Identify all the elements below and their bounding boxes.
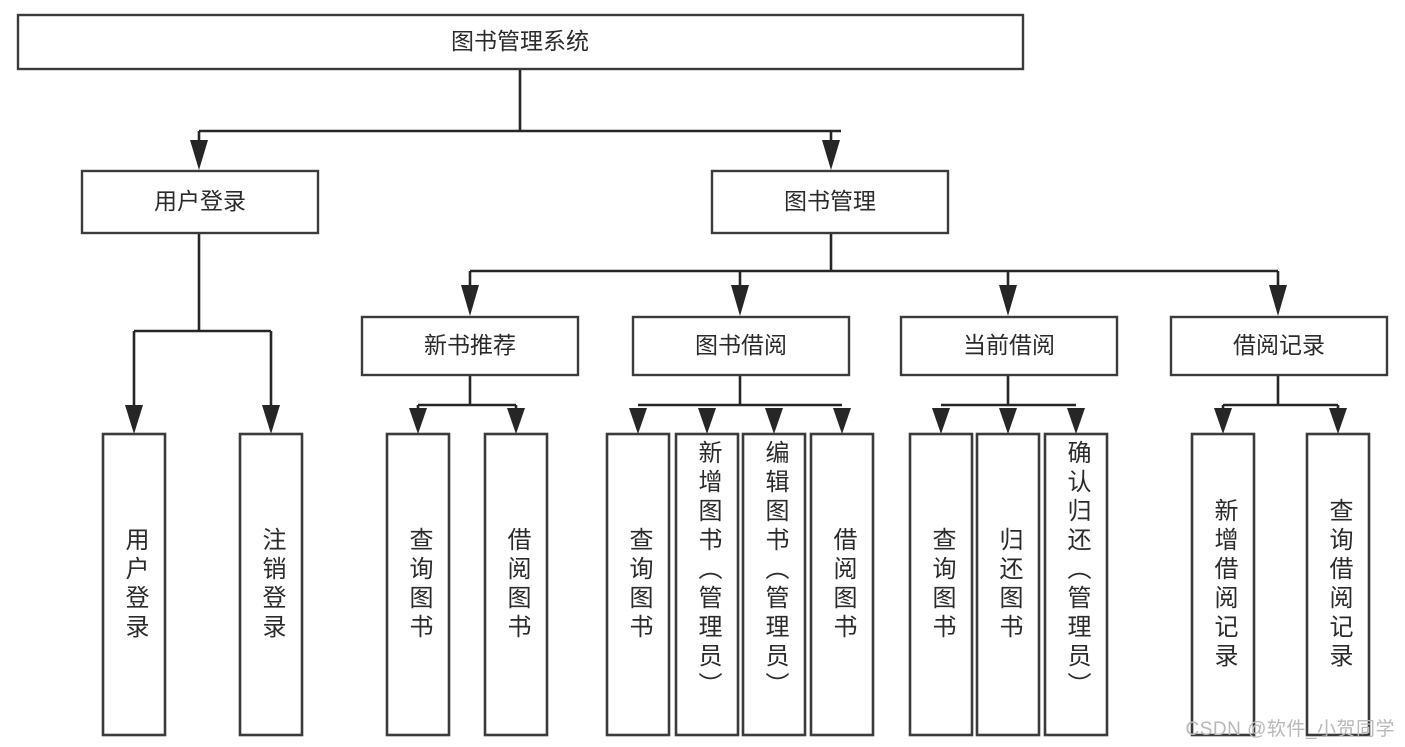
leaf-query-book-3-rect[interactable] [908, 432, 974, 737]
node-root[interactable]: 图书管理系统 [16, 13, 1025, 71]
node-borrow-record-rect[interactable] [1169, 315, 1389, 377]
node-user-login-rect[interactable] [80, 169, 320, 235]
arrowhead-new-book-recommend [461, 285, 479, 316]
leaf-edit-book-rect[interactable] [741, 432, 807, 737]
leaf-borrow-book-1-rect[interactable] [483, 432, 549, 737]
arrowhead-user-login [190, 140, 208, 170]
node-new-book-recommend-label: 新书推荐 [424, 332, 516, 358]
connector-group-root [190, 69, 841, 170]
arrowhead-leaf-add-record [1214, 408, 1232, 434]
connector-group-borrow-record [1214, 375, 1347, 434]
node-root-label: 图书管理系统 [451, 28, 589, 54]
leaf-return-book-rect[interactable] [975, 432, 1041, 737]
leaf-user-login-rect[interactable] [101, 432, 167, 737]
connector-group-user-login [125, 233, 280, 434]
arrowhead-book-borrow [731, 285, 749, 316]
arrowhead-leaf-add-book [698, 408, 716, 434]
arrowhead-leaf-query-book-1 [409, 408, 427, 434]
connector-group-new-book-recommend [409, 375, 525, 434]
leaf-confirm-return-rect[interactable] [1043, 432, 1109, 737]
connector-group-book-borrow [629, 375, 851, 434]
node-book-borrow-label: 图书借阅 [695, 332, 787, 358]
arrowhead-leaf-confirm-return [1067, 408, 1085, 434]
arrowhead-leaf-query-book-2 [629, 408, 647, 434]
arrowhead-leaf-return-book [999, 408, 1017, 434]
arrowhead-leaf-user-login [125, 405, 143, 434]
node-user-login[interactable]: 用户登录 [80, 169, 320, 235]
node-current-borrow-label: 当前借阅 [963, 332, 1055, 358]
arrowhead-leaf-query-record [1329, 408, 1347, 434]
leaf-query-book-1-rect[interactable] [385, 432, 451, 737]
node-book-borrow-rect[interactable] [631, 315, 851, 377]
node-book-manage-rect[interactable] [710, 169, 950, 235]
arrowhead-leaf-query-book-3 [932, 408, 950, 434]
arrowhead-leaf-user-logout [262, 405, 280, 434]
connector-group-current-borrow [932, 375, 1085, 434]
node-new-book-recommend[interactable]: 新书推荐 [360, 315, 580, 377]
node-borrow-record[interactable]: 借阅记录 [1169, 315, 1389, 377]
node-book-manage-label: 图书管理 [784, 188, 876, 214]
arrowhead-current-borrow [999, 285, 1017, 316]
node-user-login-label: 用户登录 [154, 188, 246, 214]
connector-group-book-manage [461, 233, 1287, 316]
arrowhead-borrow-record [1269, 285, 1287, 316]
node-current-borrow[interactable]: 当前借阅 [899, 315, 1119, 377]
node-book-manage[interactable]: 图书管理 [710, 169, 950, 235]
leaf-user-logout-rect[interactable] [238, 432, 304, 737]
arrowhead-leaf-borrow-book-2 [833, 408, 851, 434]
leaf-borrow-book-2-rect[interactable] [809, 432, 875, 737]
watermark: CSDN @软件_小贺同学 [1185, 719, 1395, 740]
arrowhead-book-manage [822, 140, 840, 170]
node-root-rect[interactable] [16, 13, 1025, 71]
arrowhead-leaf-borrow-book-1 [507, 408, 525, 434]
node-new-book-recommend-rect[interactable] [360, 315, 580, 377]
leaf-add-book-rect[interactable] [674, 432, 740, 737]
leaf-query-record-rect[interactable] [1305, 432, 1371, 737]
leaf-query-book-2-rect[interactable] [605, 432, 671, 737]
node-current-borrow-rect[interactable] [899, 315, 1119, 377]
node-book-borrow[interactable]: 图书借阅 [631, 315, 851, 377]
arrowhead-leaf-edit-book [765, 408, 783, 434]
leaf-add-record-rect[interactable] [1190, 432, 1256, 737]
node-borrow-record-label: 借阅记录 [1233, 332, 1325, 358]
